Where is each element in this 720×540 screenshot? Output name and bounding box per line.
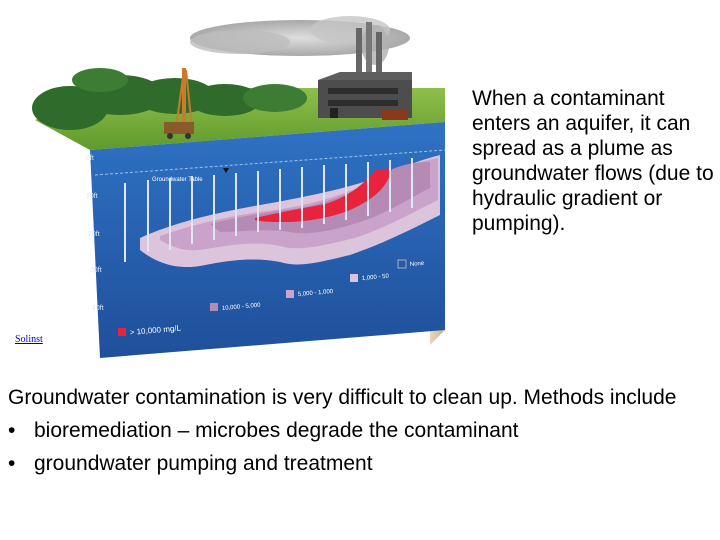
solinst-credit-link[interactable]: Solinst [15,334,43,345]
bullet-icon: • [8,451,34,476]
groundwater-table-label: Groundwater Table [152,177,203,183]
depth-label-0ft: 0ft [86,155,94,162]
depth-label-30ft: 30ft [90,267,102,274]
list-item: • bioremediation – microbes degrade the … [8,418,708,443]
depth-label-20ft: 20ft [88,231,100,238]
side-description: When a contaminant enters an aquifer, it… [472,86,717,236]
legend-swatch-gt-10000 [118,328,126,336]
cleanup-intro-text: Groundwater contamination is very diffic… [8,385,708,410]
depth-label-10ft: 10ft [86,193,98,200]
legend-swatch-1000-50 [350,274,358,282]
legend-swatch-none [398,260,406,268]
legend-swatch-5000-1000 [286,290,294,298]
bullet-pumping-treatment: groundwater pumping and treatment [34,451,373,476]
bullet-icon: • [8,418,34,443]
bullet-bioremediation: bioremediation – microbes degrade the co… [34,418,518,443]
bottom-text-block: Groundwater contamination is very diffic… [8,385,708,476]
legend-swatch-10000-5000 [210,303,218,311]
aquifer-contamination-diagram: Groundwater Table 0ft 10ft 20ft 30ft 40f… [0,0,470,370]
list-item: • groundwater pumping and treatment [8,451,708,476]
depth-label-40ft: 40ft [92,305,104,312]
